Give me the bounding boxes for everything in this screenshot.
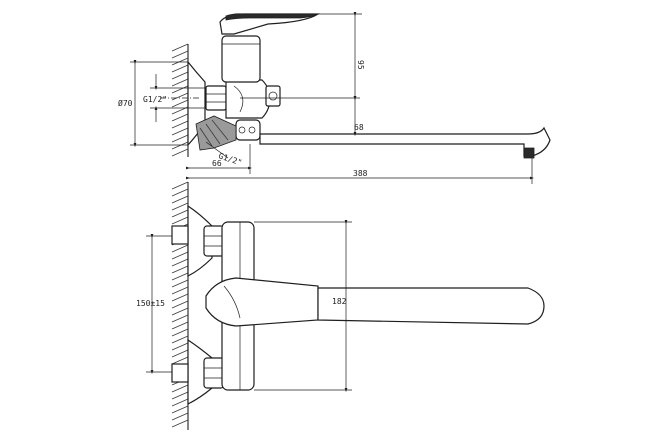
- spout-side: [259, 126, 551, 157]
- wall-hatch-line: [171, 127, 189, 136]
- mixer-body-side: [225, 79, 271, 119]
- wall-hatch-line: [171, 78, 189, 87]
- wall-hatch-line: [171, 419, 189, 428]
- wall-hatch-line: [171, 50, 189, 59]
- inlet-nut-top: [205, 85, 227, 111]
- dim-spout-length: 388: [353, 169, 368, 178]
- wall-hatch-line: [171, 181, 189, 190]
- dim-inlet-spacing: 150±15: [136, 299, 165, 308]
- wall-hatch-line: [171, 398, 189, 407]
- dim-top-height: 95: [356, 60, 365, 70]
- wall-hatch-line: [171, 148, 189, 157]
- wall-hatch-line: [171, 405, 189, 414]
- wall-top: [171, 43, 189, 157]
- wall-hatch-line: [171, 202, 189, 211]
- wall-hatch-line: [171, 43, 189, 52]
- cartridge-housing: [221, 35, 261, 83]
- wall-hatch-line: [171, 99, 189, 108]
- dim-wall-offset: 66: [212, 159, 222, 168]
- wall-hatch-line: [171, 251, 189, 260]
- spout-front: [317, 287, 545, 325]
- wall-hatch-line: [171, 134, 189, 143]
- wall-hatch-line: [171, 258, 189, 267]
- wall-hatch-line: [171, 188, 189, 197]
- wall-hatch-line: [171, 391, 189, 400]
- wall-hatch-line: [171, 265, 189, 274]
- wall-hatch-line: [171, 349, 189, 358]
- inlet-nut-lower: [203, 357, 225, 389]
- dim-spout-height: 68: [354, 123, 364, 132]
- dim-body-height: 182: [332, 297, 347, 306]
- inlet-nut-upper: [203, 225, 225, 257]
- diverter-knob: [265, 85, 281, 107]
- front-view: 150±15 182: [136, 181, 545, 430]
- wall-hatch-line: [171, 279, 189, 288]
- wall-hatch-line: [171, 293, 189, 302]
- wall-hatch-line: [171, 71, 189, 80]
- wall-hatch-line: [171, 120, 189, 129]
- wall-hatch-line: [171, 286, 189, 295]
- wall-bottom: [171, 181, 189, 430]
- wall-hatch-line: [171, 342, 189, 351]
- wall-hatch-line: [171, 300, 189, 309]
- side-view: 95 68 66 388 Ø70 G1/2" G1/2": [118, 11, 551, 184]
- wall-hatch-line: [171, 244, 189, 253]
- wall-hatch-line: [171, 328, 189, 337]
- wall-hatch-line: [171, 92, 189, 101]
- spout-joint: [235, 119, 261, 141]
- wall-hatch-line: [171, 335, 189, 344]
- lever-handle-front: [205, 277, 319, 327]
- wall-hatch-line: [171, 314, 189, 323]
- wall-hatch-line: [171, 272, 189, 281]
- wall-hatch-line: [171, 412, 189, 421]
- dim-flange-diameter: Ø70: [118, 98, 133, 108]
- wall-hatch-line: [171, 321, 189, 330]
- wall-hatch-line: [171, 307, 189, 316]
- shower-outlet-side: [195, 115, 237, 151]
- wall-hatch-line: [171, 64, 189, 73]
- wall-hatch-line: [171, 195, 189, 204]
- wall-hatch-line: [171, 356, 189, 365]
- wall-hatch-line: [171, 141, 189, 150]
- wall-hatch-line: [171, 85, 189, 94]
- dim-inlet-thread: G1/2": [143, 95, 167, 104]
- wall-hatch-line: [171, 113, 189, 122]
- wall-hatch-line: [171, 384, 189, 393]
- wall-hatch-line: [171, 209, 189, 218]
- wall-flange-upper: [187, 204, 213, 277]
- wall-hatch-line: [171, 57, 189, 66]
- wall-hatch-line: [171, 216, 189, 225]
